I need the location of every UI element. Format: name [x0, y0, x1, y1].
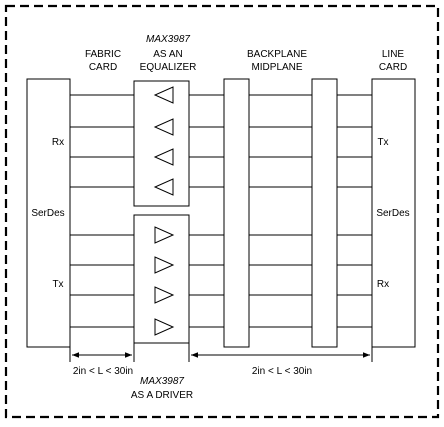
left-rx-label: Rx [52, 137, 64, 148]
fabric-card-label-1: FABRIC [85, 49, 121, 60]
backplane-connector-right [311, 78, 338, 348]
driver-label-1: MAX3987 [140, 376, 184, 387]
left-length-label: 2in < L < 30in [73, 366, 133, 377]
equalizer-label-2: AS AN [153, 49, 182, 60]
dimension-ticks [69, 343, 373, 362]
left-tx-label: Tx [52, 279, 63, 290]
driver-triangle-icon [154, 318, 175, 336]
backplane-label-2: MIDPLANE [251, 62, 302, 73]
left-serdes-label: SerDes [31, 208, 64, 219]
backplane-connector-left [223, 78, 250, 348]
equalizer-triangle-icon [153, 86, 174, 104]
equalizer-triangle-icon [153, 178, 174, 196]
line-card-label-2: CARD [379, 62, 407, 73]
right-serdes-label: SerDes [376, 208, 409, 219]
driver-triangle-icon [154, 286, 175, 304]
driver-triangles [154, 226, 175, 336]
line-serdes-box [371, 78, 416, 348]
fabric-serdes-box [26, 78, 71, 348]
driver-triangle-icon [154, 226, 175, 244]
signal-lines [70, 94, 372, 328]
right-rx-label: Rx [377, 279, 389, 290]
right-length-label: 2in < L < 30in [252, 366, 312, 377]
equalizer-triangle-icon [153, 148, 174, 166]
driver-triangle-icon [154, 256, 175, 274]
line-card-label-1: LINE [382, 49, 405, 60]
fabric-card-label-2: CARD [89, 62, 117, 73]
equalizer-label-1: MAX3987 [146, 34, 190, 45]
dashed-border [4, 4, 440, 419]
equalizer-triangles [153, 86, 174, 196]
right-tx-label: Tx [377, 137, 388, 148]
equalizer-label-3: EQUALIZER [140, 62, 197, 73]
backplane-label-1: BACKPLANE [247, 49, 307, 60]
equalizer-triangle-icon [153, 118, 174, 136]
driver-label-2: AS A DRIVER [131, 390, 193, 401]
